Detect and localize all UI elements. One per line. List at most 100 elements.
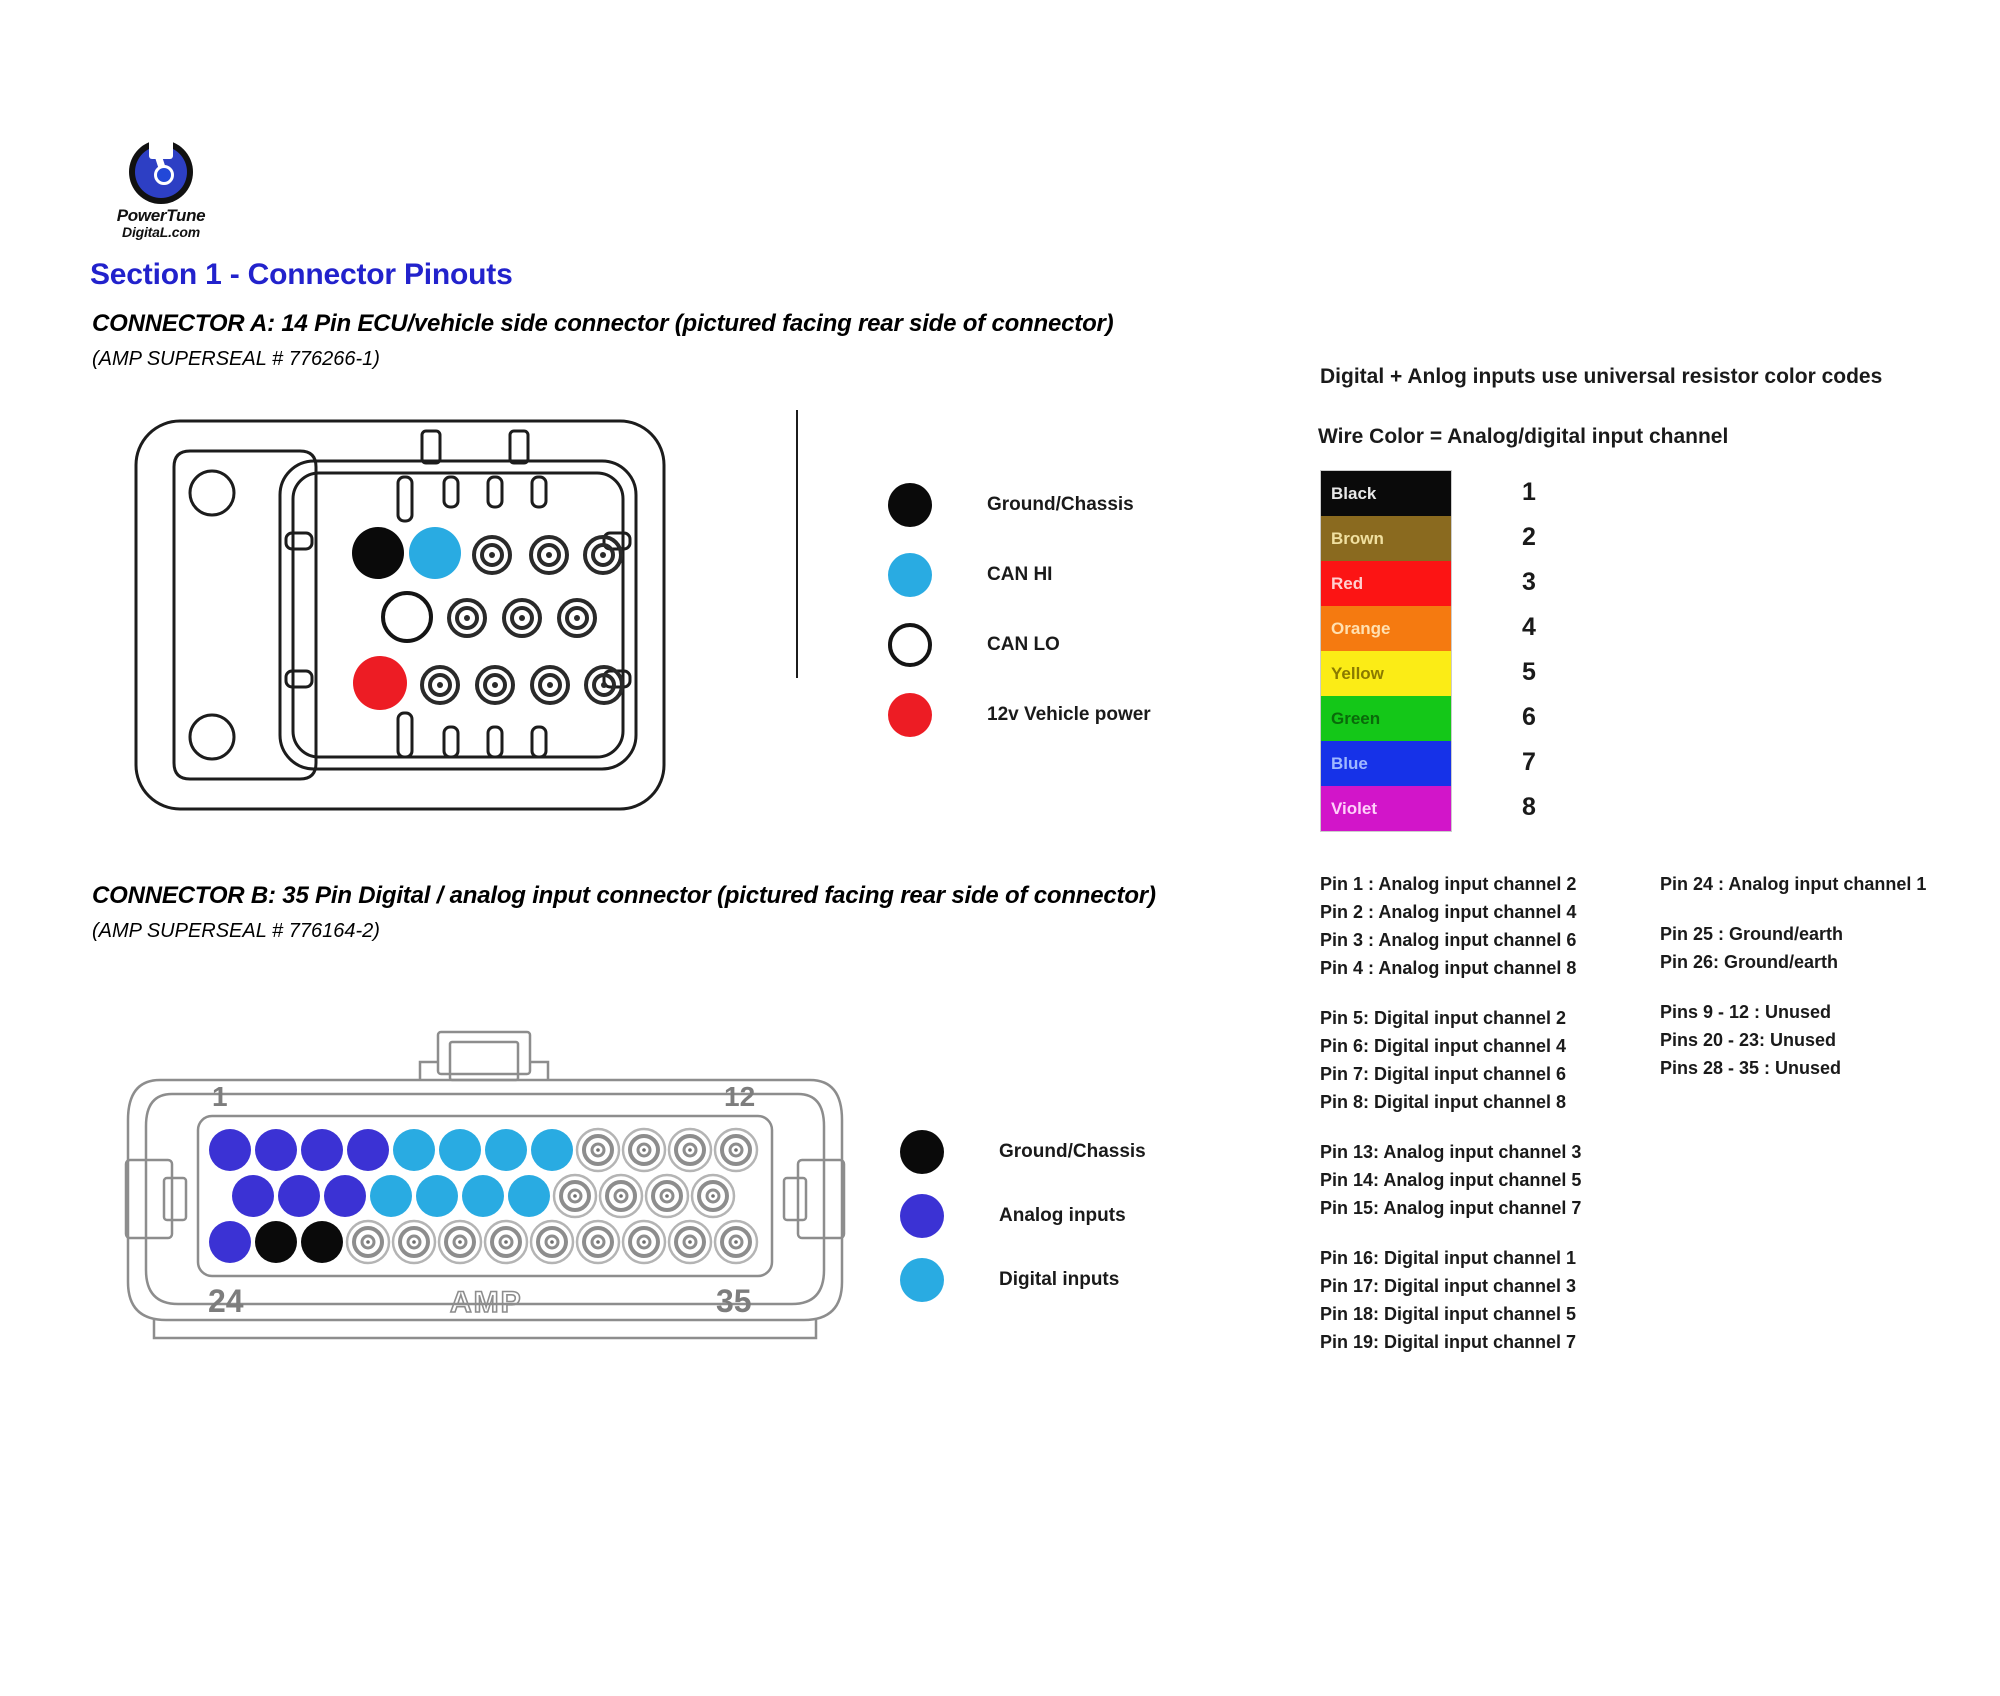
color-name: Blue xyxy=(1331,753,1368,773)
pin-assignment-line: Pin 24 : Analog input channel 1 xyxy=(1660,874,1927,894)
spacer xyxy=(1320,982,1581,1004)
pin-assignment-line: Pin 2 : Analog input channel 4 xyxy=(1320,902,1577,922)
spacer xyxy=(1660,898,1926,920)
color-name: Red xyxy=(1331,573,1364,593)
connector-b-brand-text: AMP xyxy=(450,1286,523,1319)
color-row-red: Red xyxy=(1321,561,1451,606)
legend-swatch-cyan-icon xyxy=(900,1258,944,1302)
pin-a-can-hi xyxy=(409,527,461,579)
pin-assignment-line: Pins 20 - 23: Unused xyxy=(1660,1030,1837,1050)
legend-item-ground-chassis: Ground/Chassis xyxy=(900,1120,1146,1184)
channel-number: 7 xyxy=(1522,748,1536,776)
legend-label: Ground/Chassis xyxy=(999,1141,1146,1162)
connector-a-legend: Ground/Chassis CAN HI CAN LO 12v Vehicle… xyxy=(888,470,1151,750)
legend-label: Analog inputs xyxy=(999,1205,1126,1226)
logo-wordmark-secondary: DigitaL.com xyxy=(122,223,200,240)
color-name: Yellow xyxy=(1331,663,1384,683)
legend-swatch-white-outline-icon xyxy=(888,623,932,667)
spacer xyxy=(1660,976,1926,998)
color-row-blue: Blue xyxy=(1321,741,1451,786)
connector-b-label-bottom-right: 35 xyxy=(716,1283,752,1319)
channel-number: 4 xyxy=(1522,613,1536,641)
legend-swatch-cyan-icon xyxy=(888,553,932,597)
connector-a-part-number: (AMP SUPERSEAL # 776266-1) xyxy=(92,348,380,370)
legend-item-can-hi: CAN HI xyxy=(888,540,1151,610)
pin-assignment-line: Pin 16: Digital input channel 1 xyxy=(1320,1248,1577,1268)
pin-assignment-line: Pin 17: Digital input channel 3 xyxy=(1320,1276,1577,1296)
logo-hub xyxy=(154,165,174,185)
pin-assignment-line: Pin 7: Digital input channel 6 xyxy=(1320,1064,1567,1084)
connector-b-pin-row-2 xyxy=(232,1173,736,1219)
connector-b-heading: CONNECTOR B: 35 Pin Digital / analog inp… xyxy=(92,882,1156,909)
color-row-brown: Brown xyxy=(1321,516,1451,561)
channel-number: 2 xyxy=(1522,523,1536,551)
wire-color-table: Black Brown Red Orange Yellow Green Blue… xyxy=(1320,470,1452,832)
pin-assignment-line: Pin 1 : Analog input channel 2 xyxy=(1320,874,1577,894)
legend-label: CAN HI xyxy=(987,564,1053,585)
spacer xyxy=(1320,1222,1581,1244)
connector-b-label-bottom-left: 24 xyxy=(208,1283,244,1319)
channel-number: 6 xyxy=(1522,703,1536,731)
pin-assignment-line: Pin 14: Analog input channel 5 xyxy=(1320,1170,1582,1190)
connector-b-legend: Ground/Chassis Analog inputs Digital inp… xyxy=(900,1120,1146,1312)
pin-assignment-line: Pin 4 : Analog input channel 8 xyxy=(1320,958,1577,978)
color-row-yellow: Yellow xyxy=(1321,651,1451,696)
pin-assignments-left-column: Pin 1 : Analog input channel 2 Pin 2 : A… xyxy=(1320,870,1581,1356)
color-code-title: Digital + Anlog inputs use universal res… xyxy=(1320,365,1883,388)
channel-number: 5 xyxy=(1522,658,1536,686)
pin-assignment-line: Pin 19: Digital input channel 7 xyxy=(1320,1332,1577,1352)
spacer xyxy=(1320,1116,1581,1138)
color-row-violet: Violet xyxy=(1321,786,1451,831)
connector-a-diagram xyxy=(130,415,670,815)
legend-swatch-black-icon xyxy=(900,1130,944,1174)
color-name: Green xyxy=(1331,708,1381,728)
pin-assignment-line: Pin 6: Digital input channel 4 xyxy=(1320,1036,1567,1056)
powertune-gauge-icon xyxy=(129,137,193,204)
color-row-black: Black xyxy=(1321,471,1451,516)
color-code-subtitle: Wire Color = Analog/digital input channe… xyxy=(1318,425,1729,448)
logo-wordmark-primary: PowerTune xyxy=(116,206,206,225)
pin-assignment-line: Pin 13: Analog input channel 3 xyxy=(1320,1142,1582,1162)
connector-b-part-number: (AMP SUPERSEAL # 776164-2) xyxy=(92,920,380,942)
color-name: Black xyxy=(1331,483,1377,503)
pin-a-unused-row1 xyxy=(472,535,623,575)
powertune-logo: PowerTune DigitaL.com xyxy=(96,137,226,240)
legend-item-12v-power: 12v Vehicle power xyxy=(888,680,1151,750)
legend-item-ground-chassis: Ground/Chassis xyxy=(888,470,1151,540)
color-name: Brown xyxy=(1331,528,1384,548)
pin-assignments-right-column: Pin 24 : Analog input channel 1 Pin 25 :… xyxy=(1660,870,1926,1082)
pin-assignment-line: Pin 25 : Ground/earth xyxy=(1660,924,1844,944)
pin-assignment-line: Pin 15: Analog input channel 7 xyxy=(1320,1198,1582,1218)
connector-a-heading: CONNECTOR A: 14 Pin ECU/vehicle side con… xyxy=(92,310,1114,337)
legend-label: CAN LO xyxy=(987,634,1060,655)
pin-assignment-line: Pin 3 : Analog input channel 6 xyxy=(1320,930,1577,950)
legend-label: Ground/Chassis xyxy=(987,494,1134,515)
pin-assignment-line: Pin 8: Digital input channel 8 xyxy=(1320,1092,1567,1112)
color-row-orange: Orange xyxy=(1321,606,1451,651)
connector-b-label-top-right: 12 xyxy=(724,1081,755,1112)
page-title: Section 1 - Connector Pinouts xyxy=(90,258,513,291)
pin-a-12v-power xyxy=(353,656,407,710)
pin-a-unused-row2 xyxy=(447,598,597,638)
connector-a-legend-divider xyxy=(796,410,798,678)
connector-b-pin-row-1 xyxy=(209,1127,759,1173)
legend-item-digital-inputs: Digital inputs xyxy=(900,1248,1146,1312)
pin-assignment-line: Pins 28 - 35 : Unused xyxy=(1660,1058,1842,1078)
pin-assignment-line: Pins 9 - 12 : Unused xyxy=(1660,1002,1832,1022)
color-name: Orange xyxy=(1331,618,1391,638)
pin-a-unused-row3 xyxy=(420,665,624,705)
legend-swatch-darkblue-icon xyxy=(900,1194,944,1238)
channel-number-column: 1 2 3 4 5 6 7 8 xyxy=(1522,470,1536,830)
legend-swatch-red-icon xyxy=(888,693,932,737)
pin-assignment-line: Pin 18: Digital input channel 5 xyxy=(1320,1304,1577,1324)
channel-number: 1 xyxy=(1522,478,1536,506)
legend-item-analog-inputs: Analog inputs xyxy=(900,1184,1146,1248)
color-name: Violet xyxy=(1331,798,1377,818)
legend-item-can-lo: CAN LO xyxy=(888,610,1151,680)
connector-b-diagram: 1 12 24 35 AMP xyxy=(120,1020,850,1350)
connector-b-label-top-left: 1 xyxy=(212,1081,228,1112)
color-row-green: Green xyxy=(1321,696,1451,741)
pin-assignment-line: Pin 26: Ground/earth xyxy=(1660,952,1839,972)
pin-a-can-lo xyxy=(381,591,433,643)
legend-label: Digital inputs xyxy=(999,1269,1120,1290)
